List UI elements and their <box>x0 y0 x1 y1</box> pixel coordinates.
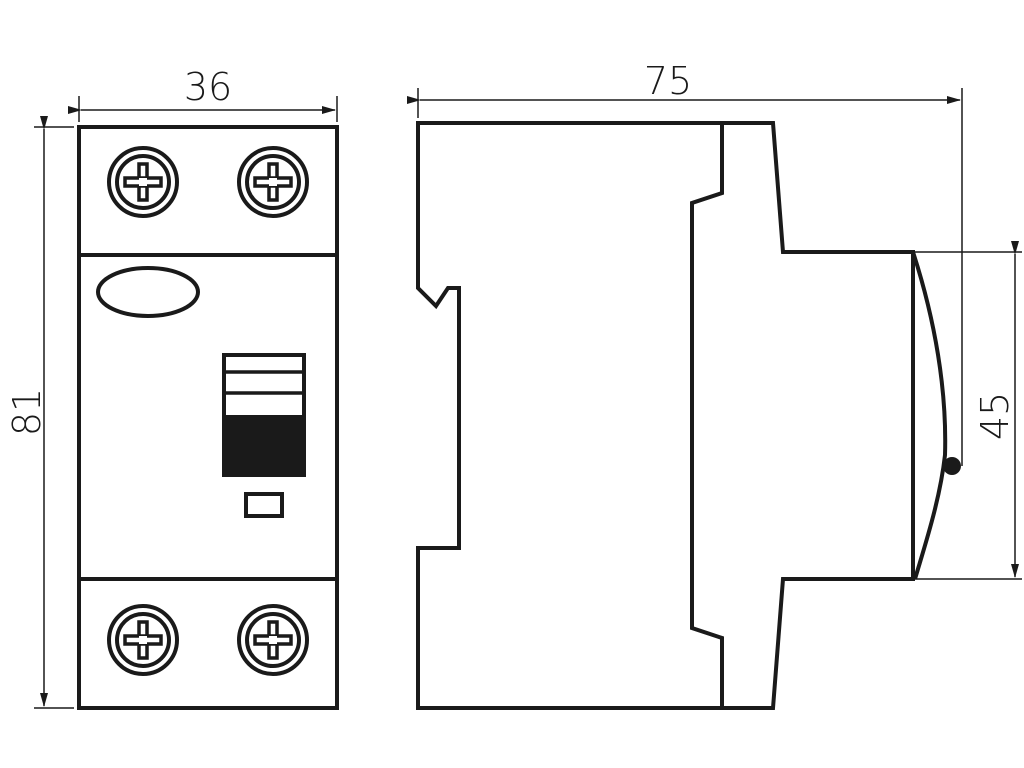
label-window <box>96 266 200 318</box>
depth-label: 75 <box>644 59 692 103</box>
front-body <box>77 125 339 710</box>
terminal-screw-icon <box>237 146 309 218</box>
side-view <box>416 121 961 710</box>
handle-height-dimension: 45 <box>905 241 1022 580</box>
din-rail-notch-line <box>690 123 724 708</box>
front-view <box>77 125 339 710</box>
width-dimension: 36 <box>68 65 338 122</box>
height-label: 81 <box>5 388 49 436</box>
toggle-lever <box>222 353 306 477</box>
side-body-outline <box>416 121 915 710</box>
depth-dimension: 75 <box>407 59 963 466</box>
terminal-screw-icon <box>107 146 179 218</box>
handle-pivot <box>943 457 961 475</box>
test-button <box>244 492 284 518</box>
terminal-screw-icon <box>237 604 309 676</box>
width-label: 36 <box>184 65 232 109</box>
handle-profile <box>911 251 948 580</box>
height-dimension: 81 <box>5 116 74 709</box>
terminal-screw-icon <box>107 604 179 676</box>
handle-height-label: 45 <box>973 392 1017 440</box>
